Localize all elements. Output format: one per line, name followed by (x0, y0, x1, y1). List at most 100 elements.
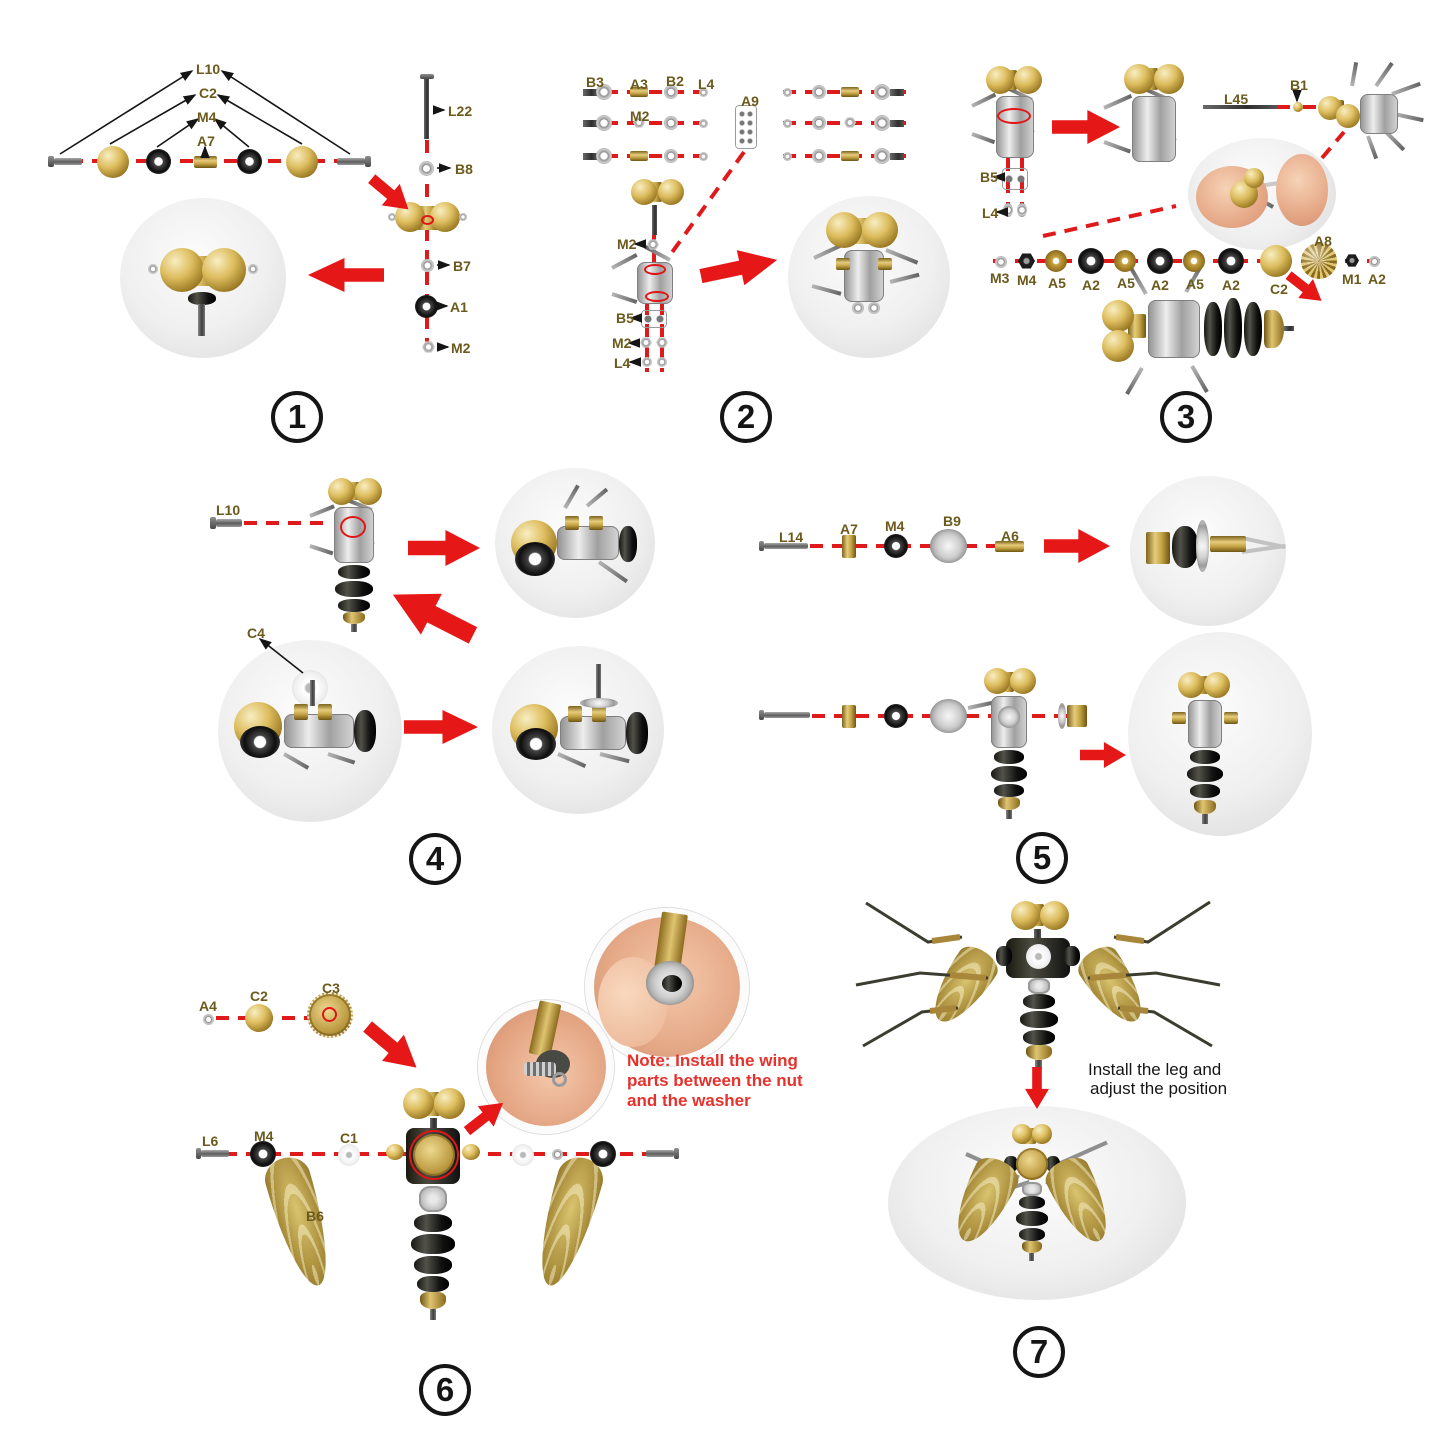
end-brass-piece (1067, 705, 1087, 727)
label-L4: L4 (614, 355, 631, 371)
diagram-part (1016, 1148, 1048, 1180)
label-M4: M4 (254, 1128, 274, 1144)
leg-stub (1366, 135, 1379, 160)
diagram-part (294, 704, 308, 720)
head-ball (1040, 901, 1069, 930)
diagram-part (318, 704, 332, 720)
thorax-side-cylinder (1064, 946, 1080, 966)
screw-shaft (216, 519, 242, 527)
long-screw-L22 (424, 79, 429, 139)
gear-ball-A8 (1301, 243, 1337, 279)
diagram-part (1224, 712, 1238, 724)
diagram-part (213, 117, 250, 148)
diagram-part (1194, 800, 1216, 814)
head-stem (652, 205, 657, 235)
abdomen-cap (1026, 1045, 1052, 1060)
nut-M2 (633, 117, 645, 128)
nut-M1 (1345, 254, 1359, 267)
thorax-assembly (1360, 94, 1398, 134)
red-arrow (382, 574, 483, 656)
brass-ball-C2 (1260, 245, 1292, 277)
diagram-part (160, 248, 204, 292)
plate-A9 (735, 105, 757, 149)
dashed-line (244, 521, 332, 525)
diagram-part (1042, 204, 1177, 238)
screw-L4 (699, 88, 708, 97)
dashed-line (652, 206, 656, 264)
diagram-part (889, 272, 920, 284)
label-A3: A3 (630, 76, 648, 92)
label-M4: M4 (885, 518, 905, 534)
diagram-part (557, 526, 619, 560)
label-A5: A5 (1186, 276, 1204, 292)
diagram-part (1032, 1124, 1052, 1144)
head-side-nub (459, 213, 467, 221)
label-B5: B5 (980, 169, 998, 185)
brass-spacer-A3 (630, 87, 648, 97)
ring-A2 (1369, 256, 1380, 267)
diagram-part (592, 706, 606, 722)
red-arrow (357, 1013, 428, 1080)
ring-B2 (664, 149, 678, 163)
label-M2: M2 (617, 236, 637, 252)
diagram-part (662, 975, 682, 992)
diagram-part (516, 728, 556, 760)
label-A7: A7 (840, 521, 858, 537)
abdomen-segment (414, 1256, 452, 1274)
right-wing (1072, 939, 1155, 1033)
left-wing (921, 939, 1004, 1033)
leg-stub (309, 544, 334, 556)
photo-inset-step6-spring (478, 1000, 614, 1134)
diagram-part (943, 1151, 1024, 1251)
red-arrow (1025, 1067, 1049, 1109)
nut-M4 (1018, 253, 1035, 269)
label-B8: B8 (455, 161, 473, 177)
diagram-part (1012, 1124, 1032, 1144)
dashed-line (1303, 105, 1319, 109)
diagram-part (354, 710, 376, 752)
leg-stub (1103, 93, 1133, 110)
diagram-part (878, 258, 892, 270)
diagram-part (844, 250, 884, 302)
leg-stub (1391, 81, 1421, 96)
thorax-assembly (996, 96, 1034, 158)
thorax-assembly (1132, 96, 1176, 162)
diagram-part (1241, 543, 1286, 554)
diagram-part (283, 752, 310, 770)
label-A5: A5 (1048, 275, 1066, 291)
diagram-part (109, 94, 197, 145)
leg-stub (1103, 140, 1131, 154)
diagram-part (836, 258, 850, 270)
head-ball (1124, 64, 1154, 94)
terminal-ring (874, 148, 890, 164)
diagram-part (619, 526, 637, 562)
screw-head (48, 156, 54, 167)
tail-tip (1284, 326, 1294, 331)
screw-L4 (783, 88, 792, 97)
nut-M2 (422, 341, 435, 353)
diagram-part (59, 70, 194, 155)
diagram-part (198, 304, 205, 336)
label-A5: A5 (1117, 275, 1135, 291)
diagram-part (1202, 814, 1208, 824)
tail-tip (430, 1309, 436, 1320)
thorax-side-cylinder (996, 946, 1012, 966)
screw-L4 (657, 357, 667, 367)
caption-line1: Install the leg and (1088, 1060, 1222, 1079)
label-M3: M3 (990, 270, 1010, 286)
diagram-part (148, 264, 158, 274)
diagram-part (1172, 526, 1198, 568)
leg-stub (309, 504, 335, 518)
diagram-part (524, 1062, 556, 1076)
diagram-part (568, 706, 582, 722)
label-M4: M4 (1017, 272, 1037, 288)
diagram-part (868, 302, 880, 314)
leg-stub (967, 700, 994, 710)
abdomen-cap (998, 797, 1020, 810)
diagram-part (202, 248, 246, 292)
diagram-part (1320, 130, 1346, 160)
label-M2: M2 (630, 108, 650, 124)
leg-stub (1125, 367, 1144, 395)
diagram-part (1115, 934, 1145, 944)
ball-B1 (1293, 102, 1303, 112)
